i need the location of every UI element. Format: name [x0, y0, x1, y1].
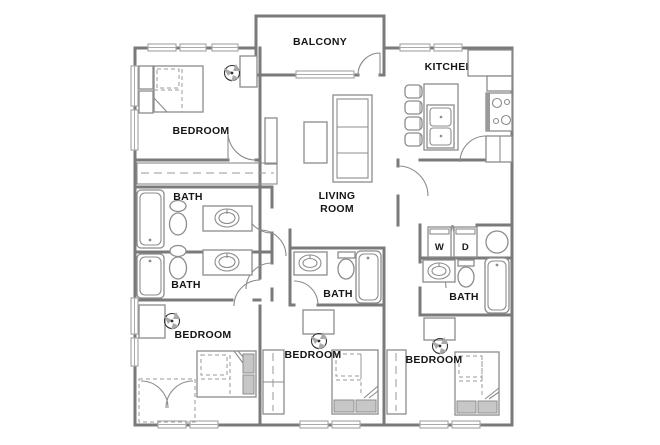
bedroom-bottom-center: BEDROOM — [262, 309, 379, 415]
media-console — [264, 117, 278, 165]
bedroom-bottom-left: BEDROOM — [138, 304, 257, 423]
nightstand — [138, 65, 154, 114]
bedroom-top-left-label: BEDROOM — [173, 125, 230, 137]
bedroom-bottom-right: BEDROOM — [386, 317, 500, 416]
dryer-label: D — [462, 242, 469, 253]
bathtub — [484, 257, 510, 314]
ceiling-fan-icon — [223, 63, 241, 83]
bedroom-bottom-right-label: BEDROOM — [406, 354, 463, 366]
shelf — [239, 55, 258, 88]
bath-center: BATH — [293, 250, 382, 304]
counter — [467, 49, 513, 77]
interior-walls — [133, 46, 514, 427]
desk — [138, 304, 166, 339]
bath-center-label: BATH — [323, 288, 353, 300]
coffee-table — [303, 121, 328, 164]
wardrobe — [386, 349, 407, 415]
balcony: BALCONY — [293, 36, 347, 48]
toilet — [457, 259, 475, 288]
bathtub — [136, 189, 165, 249]
ceiling-fan-icon — [163, 311, 181, 331]
sink — [293, 251, 328, 276]
balcony-label: BALCONY — [293, 36, 347, 48]
kitchen-island — [423, 83, 459, 151]
toilet — [337, 251, 356, 280]
bath-left-upper-label: BATH — [173, 191, 203, 203]
ceiling-fan-icon — [310, 331, 328, 351]
stove — [485, 92, 513, 132]
sink — [422, 259, 456, 283]
living-room-label-line1: LIVING — [319, 190, 356, 202]
desk — [302, 309, 335, 335]
closet — [138, 378, 196, 423]
bed — [331, 349, 379, 415]
washer: W — [427, 226, 452, 258]
washer-label: W — [435, 242, 444, 253]
wardrobe — [262, 349, 285, 415]
bedroom-bottom-center-label: BEDROOM — [285, 349, 342, 361]
desk — [423, 317, 456, 341]
closet-shelf — [136, 162, 278, 185]
windows — [130, 43, 481, 429]
bedroom-top-left: BEDROOM — [138, 55, 258, 137]
sink — [202, 249, 253, 276]
bath-left-upper: BATH — [136, 189, 253, 249]
bathtub — [355, 250, 382, 304]
sofa — [332, 94, 373, 183]
bath-left-lower-label: BATH — [171, 279, 201, 291]
bar-stools — [404, 84, 423, 147]
living-room-label-line2: ROOM — [320, 203, 354, 215]
toilet — [168, 244, 188, 280]
bath-right-label: BATH — [449, 291, 479, 303]
living-room: LIVING ROOM — [264, 94, 373, 215]
bed — [196, 350, 257, 398]
refrigerator — [485, 135, 513, 163]
sink — [202, 205, 253, 232]
bed — [454, 351, 500, 416]
dryer: D — [453, 226, 478, 258]
bedroom-bottom-left-label: BEDROOM — [175, 329, 232, 341]
laundry-nook: W D — [427, 226, 509, 258]
bath-right: BATH — [422, 257, 510, 314]
counter — [486, 75, 513, 92]
water-heater — [485, 230, 509, 254]
bath-left-lower: BATH — [136, 244, 253, 299]
kitchen-label: KITCHEN — [425, 61, 474, 73]
kitchen: KITCHEN — [404, 49, 513, 163]
toilet — [168, 199, 188, 236]
bed — [153, 65, 204, 113]
bathtub — [136, 253, 165, 299]
